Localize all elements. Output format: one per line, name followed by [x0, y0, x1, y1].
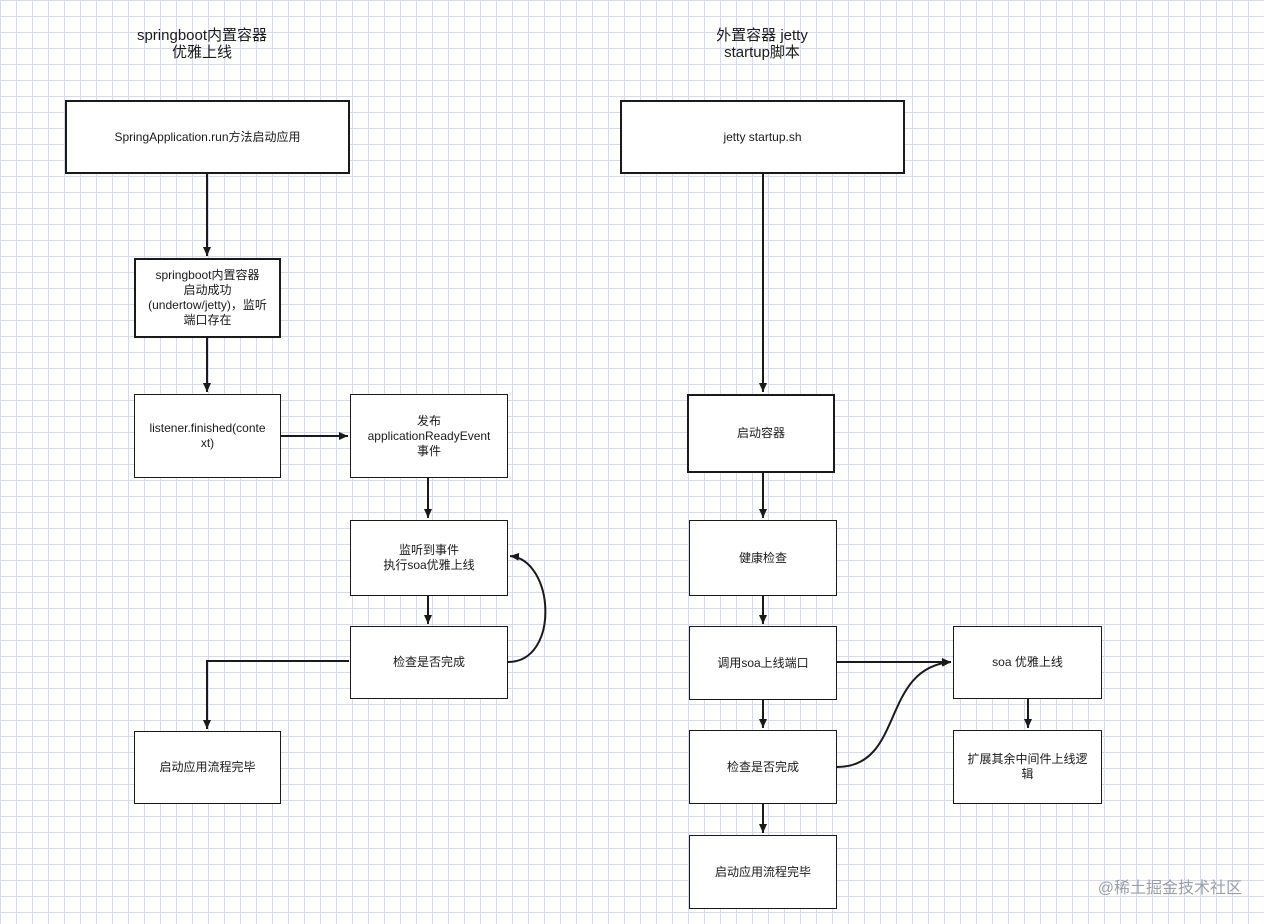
node-listener-finished[interactable]: listener.finished(conte xt): [134, 394, 281, 478]
node-startup-done-right[interactable]: 启动应用流程完毕: [689, 835, 837, 909]
node-soa-graceful-online[interactable]: soa 优雅上线: [953, 626, 1102, 699]
node-listen-event-soa-online[interactable]: 监听到事件 执行soa优雅上线: [350, 520, 508, 596]
node-health-check[interactable]: 健康检查: [689, 520, 837, 596]
node-startup-done-left[interactable]: 启动应用流程完毕: [134, 731, 281, 804]
edge-check-loop-back: [507, 552, 547, 663]
node-jetty-startup-script[interactable]: jetty startup.sh: [620, 100, 905, 174]
node-extend-middleware-online[interactable]: 扩展其余中间件上线逻辑: [953, 730, 1102, 804]
node-check-complete-left[interactable]: 检查是否完成: [350, 626, 508, 699]
node-embedded-container-started[interactable]: springboot内置容器 启动成功 (undertow/jetty)，监听 …: [134, 258, 281, 338]
watermark-text: @稀土掘金技术社区: [1097, 880, 1242, 897]
node-call-soa-online-port[interactable]: 调用soa上线端口: [689, 626, 837, 700]
node-publish-ready-event[interactable]: 发布 applicationReadyEvent 事件: [350, 394, 508, 478]
edge-check-to-soa-online: [836, 658, 952, 768]
node-check-complete-right[interactable]: 检查是否完成: [689, 730, 837, 804]
node-spring-application-run[interactable]: SpringApplication.run方法启动应用: [65, 100, 350, 174]
right-flow-title: 外置容器 jetty startup脚本: [716, 27, 808, 61]
node-start-container[interactable]: 启动容器: [687, 394, 835, 473]
edge-check-to-done: [203, 660, 349, 729]
left-flow-title: springboot内置容器 优雅上线: [136, 27, 268, 61]
